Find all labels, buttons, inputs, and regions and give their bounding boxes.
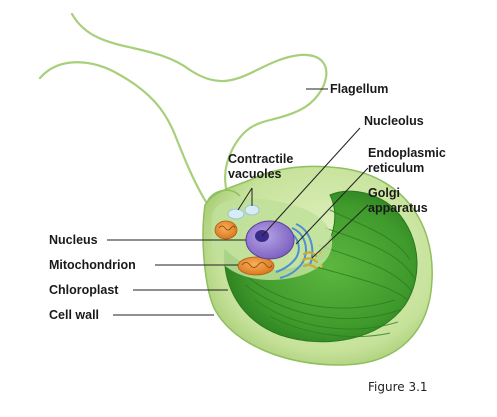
- label-cell-wall: Cell wall: [49, 308, 100, 322]
- label-flagellum: Flagellum: [330, 82, 389, 96]
- er-leader: [295, 167, 369, 245]
- figure-caption: Figure 3.1: [368, 380, 428, 394]
- label-contractile-vacuoles-line2: vacuoles: [228, 167, 282, 181]
- label-golgi-line2: apparatus: [368, 201, 428, 215]
- label-er-line1: Endoplasmic: [368, 146, 446, 160]
- flagellum-strand: [70, 12, 328, 202]
- label-er-line2: reticulum: [368, 161, 425, 175]
- mitochondrion: [237, 256, 275, 276]
- label-chloroplast: Chloroplast: [49, 283, 119, 297]
- label-contractile-vacuoles-line1: Contractile: [228, 152, 294, 166]
- label-nucleolus: Nucleolus: [364, 114, 424, 128]
- mitochondrion-upper: [214, 220, 238, 240]
- nucleolus-leader: [261, 127, 361, 237]
- label-nucleus: Nucleus: [49, 233, 98, 247]
- label-golgi-line1: Golgi: [368, 186, 400, 200]
- label-mitochondrion: Mitochondrion: [49, 258, 136, 272]
- reservoir: [207, 189, 241, 201]
- contractile-vacuole-2: [244, 204, 260, 216]
- contractile-vacuoles-leader-1: [237, 187, 253, 211]
- contractile-vacuole-1: [227, 208, 245, 220]
- second-flagellum-strand: [38, 61, 210, 207]
- leader-lines: [107, 88, 369, 316]
- endoplasmic-reticulum: [275, 223, 314, 279]
- golgi-leader: [311, 204, 369, 259]
- chloroplast-thylakoids: [239, 209, 415, 338]
